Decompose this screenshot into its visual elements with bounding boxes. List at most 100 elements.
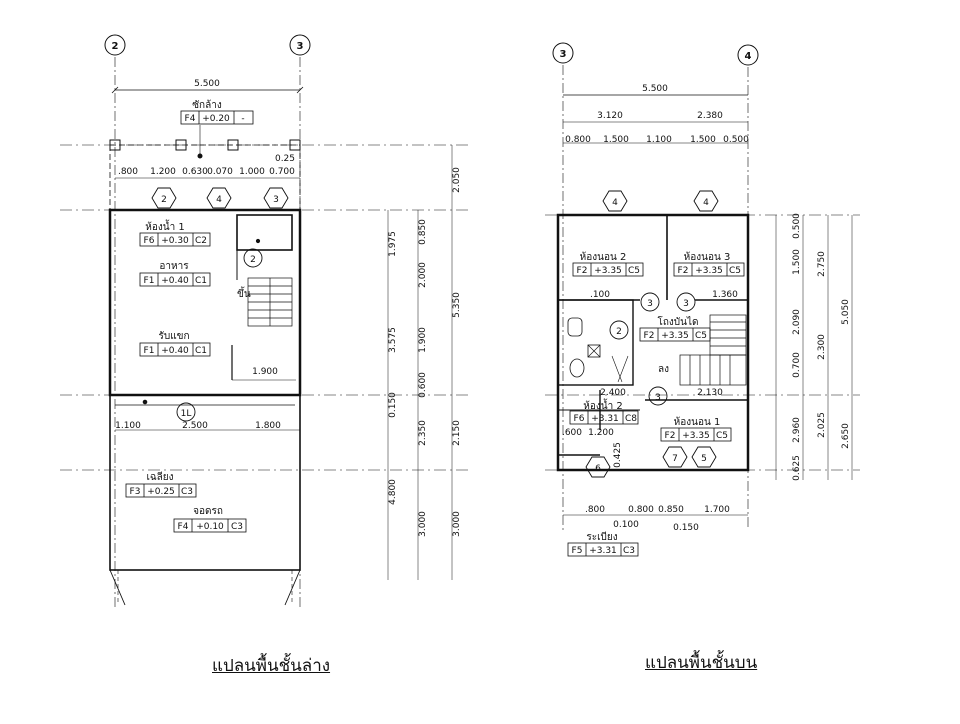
ground-room-laundry-floor: F4 [185,114,196,124]
upper-top-dim-1: 0.800 [565,135,591,145]
upper-grid-label-right: 4 [745,51,752,62]
upper-room-bed2: ห้องนอน 2 F2 +3.35 C5 [572,251,644,277]
upper-room-stairhall-level: +3.35 [661,331,689,341]
ground-dim-porch-2: 2.500 [182,421,208,431]
upper-overall-width: 5.500 [642,84,668,94]
ground-room-bath1-code: C2 [195,236,207,246]
ground-room-carport-name: จอดรถ [193,506,223,517]
upper-top-dim-3: 1.100 [646,135,672,145]
upper-marker-window-5: 5 [701,454,707,464]
ground-dim-v-0850: 0.850 [418,219,428,245]
upper-bottom-dim-2: 0.100 [613,520,639,530]
ground-dim-v-3000-outer: 3.000 [452,511,462,537]
upper-marker-door-2: 2 [616,327,622,337]
ground-room-bath1: ห้องน้ำ 1 F6 +0.30 C2 [139,219,211,247]
ground-dim-porch-3: 1.800 [255,421,281,431]
ground-room-laundry-name: ซักล้าง [192,99,222,111]
upper-dim-1360: 1.360 [712,290,738,300]
ground-room-carport-floor: F4 [178,522,189,532]
upper-marker-door-3a: 3 [647,299,653,309]
upper-dim-600: .600 [562,428,582,438]
ground-dim-v-1975: 1.975 [388,231,398,257]
upper-stair-down-label: ลง [658,364,669,375]
ground-room-living-code: C1 [195,346,207,356]
ground-marker-window-2: 2 [161,195,167,205]
ground-stair-up-label: ขึ้น [237,286,251,300]
upper-room-bed1-name: ห้องนอน 1 [674,416,721,428]
upper-dim-v-0625: 0.625 [792,455,802,481]
ground-grid-label-left: 2 [112,41,119,52]
ground-marker-window-4: 4 [216,195,222,205]
ground-top-dim-4: 0.070 [207,167,233,177]
ground-top-dim-2: 1.200 [150,167,176,177]
ground-room-carport: จอดรถ F4 +0.10 C3 [173,506,247,533]
upper-sub-width-1: 3.120 [597,111,623,121]
upper-dim-0425: 0.425 [613,442,623,468]
upper-floor-plan: 3 4 5.500 3.120 2.380 0.800 1.500 1.100 … [545,42,860,533]
ground-dim-v-0600: 0.600 [418,372,428,398]
upper-marker-door-3c: 3 [655,393,661,403]
ground-dim-v-2000: 2.000 [418,262,428,288]
upper-bottom-dim-3: 0.800 [628,505,654,515]
upper-dim-v-0500: 0.500 [792,213,802,239]
upper-marker-window-7: 7 [672,454,678,464]
ground-room-terrace-name: เฉลียง [146,471,173,483]
ground-dim-v-1900: 1.900 [418,327,428,353]
ground-room-bath1-level: +0.30 [161,236,189,246]
upper-room-bed2-level: +3.35 [594,266,622,276]
ground-room-laundry: ซักล้าง F4 +0.20 - [180,99,254,125]
upper-room-bath2: ห้องน้ำ 2 F6 +3.31 C8 [569,398,639,425]
upper-room-bed3-code: C5 [729,266,741,276]
upper-marker-window-4b: 4 [703,198,709,208]
upper-dim-v-2960: 2.960 [792,417,802,443]
upper-dim-v-5050: 5.050 [841,299,851,325]
upper-sub-width-2: 2.380 [697,111,723,121]
upper-dim-1200: 1.200 [588,428,614,438]
upper-top-dim-4: 1.500 [690,135,716,145]
upper-dim-v-0700: 0.700 [792,352,802,378]
ground-room-bath1-floor: F6 [144,236,155,246]
ground-top-dim-6: 0.700 [269,167,295,177]
ground-room-dining-code: C1 [195,276,207,286]
upper-dim-2400: 2.400 [600,388,626,398]
upper-room-balcony-level: +3.31 [589,546,617,556]
upper-room-balcony-floor: F5 [572,546,583,556]
ground-room-living: รับแขก F1 +0.40 C1 [139,331,211,357]
upper-room-bed2-floor: F2 [577,266,588,276]
upper-room-bed3: ห้องนอน 3 F2 +3.35 C5 [673,251,745,277]
upper-marker-door-3b: 3 [683,299,689,309]
ground-room-terrace: เฉลียง F3 +0.25 C3 [125,471,197,498]
upper-dim-100: .100 [590,290,610,300]
ground-top-small-dim: 0.25 [275,154,295,164]
upper-marker-window-4a: 4 [612,198,618,208]
ground-room-carport-level: +0.10 [196,522,224,532]
upper-room-bath2-name: ห้องน้ำ 2 [583,398,622,412]
ground-dim-v-3575: 3.575 [388,327,398,353]
upper-bottom-dim-6: 1.700 [704,505,730,515]
ground-room-carport-code: C3 [231,522,243,532]
upper-room-bed3-level: +3.35 [695,266,723,276]
ground-dim-porch-1: 1.100 [115,421,141,431]
upper-room-bath2-level: +3.31 [591,414,619,424]
ground-room-living-floor: F1 [144,346,155,356]
upper-room-stairhall: โถงบันได F2 +3.35 C5 [639,315,711,342]
ground-marker-window-3: 3 [273,195,279,205]
upper-room-bed3-floor: F2 [678,266,689,276]
upper-dim-v-2650: 2.650 [841,423,851,449]
upper-room-bed2-code: C5 [628,266,640,276]
ground-top-dim-3: 0.630 [182,167,208,177]
ground-room-living-level: +0.40 [161,346,189,356]
upper-marker-window-6: 6 [595,464,601,474]
upper-top-dim-2: 1.500 [603,135,629,145]
upper-grid-label-left: 3 [560,49,567,60]
ground-room-laundry-level: +0.20 [202,114,230,124]
ground-dim-v-0150: 0.150 [388,392,398,418]
ground-room-dining-level: +0.40 [161,276,189,286]
ground-top-dim-5: 1.000 [239,167,265,177]
upper-stair [679,314,747,386]
upper-room-bed1: ห้องนอน 1 F2 +3.35 C5 [660,416,732,442]
ground-dim-v-3000-inner: 3.000 [418,511,428,537]
ground-marker-1l: 1L [181,409,192,419]
ground-room-terrace-floor: F3 [130,487,141,497]
